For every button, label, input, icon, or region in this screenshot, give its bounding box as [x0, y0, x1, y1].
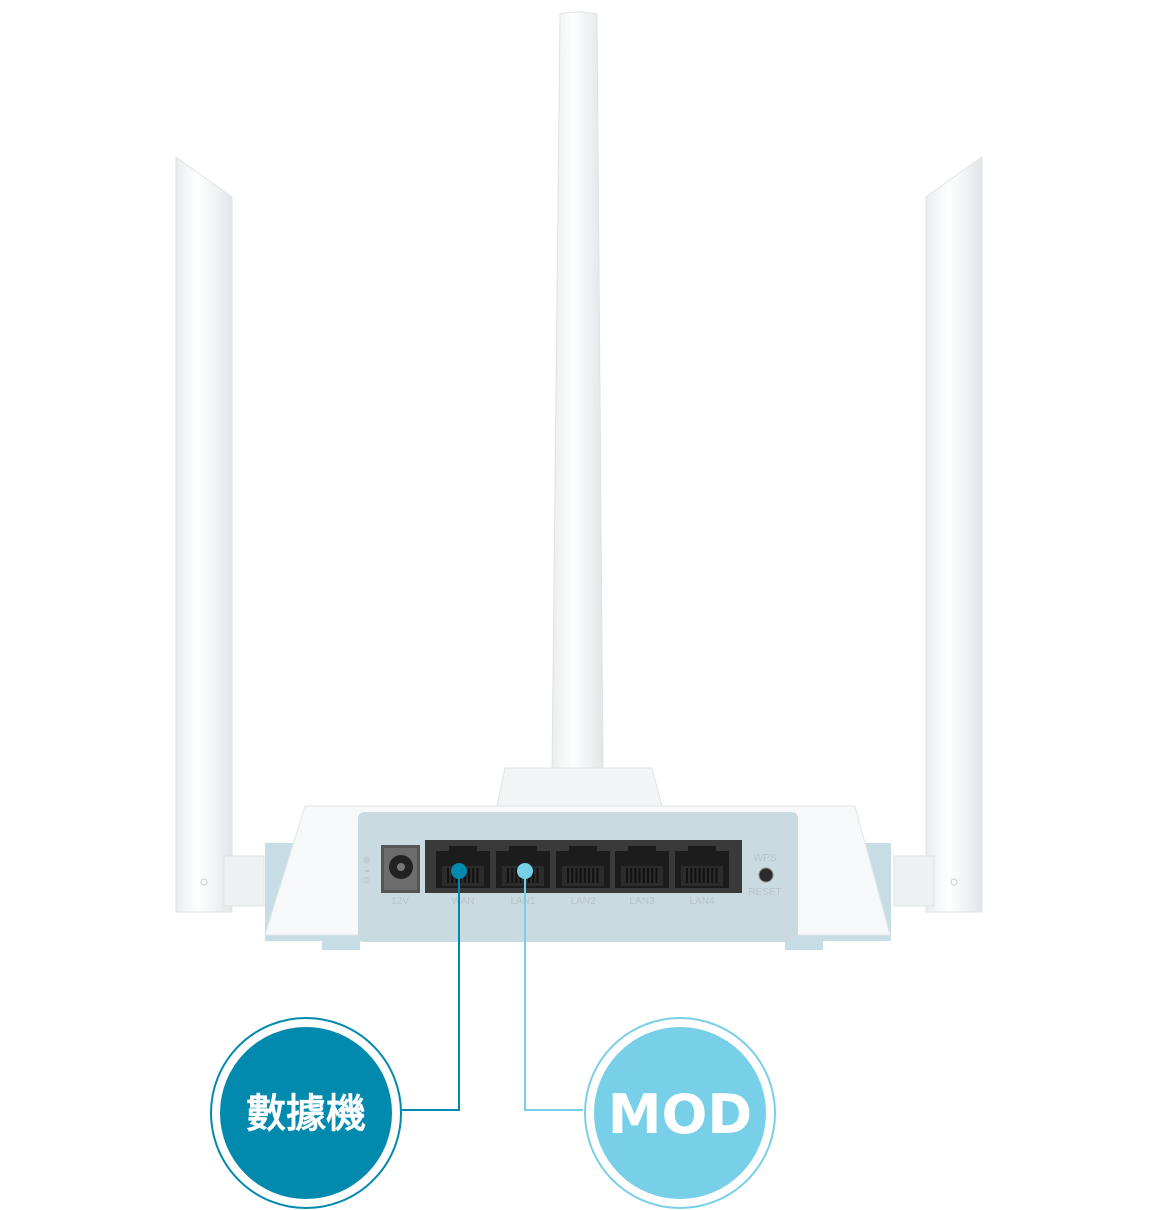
right-antenna: [893, 156, 983, 913]
port-label: LAN4: [689, 896, 714, 907]
wan-dot: [451, 863, 467, 879]
modem-callout: 數據機: [210, 1017, 402, 1209]
power-jack: ⊖ ◐ ⊕ 12V: [362, 845, 420, 907]
polarity-icon: ⊖ ◐ ⊕: [362, 856, 373, 884]
lan1-dot: [517, 863, 533, 879]
port-lan3: LAN3: [615, 846, 669, 907]
wan-connector-line: [400, 871, 460, 1111]
reset-label: RESET: [748, 887, 781, 898]
mod-callout: MOD: [584, 1017, 776, 1209]
modem-label: 數據機: [246, 1091, 366, 1137]
port-label: LAN2: [570, 896, 595, 907]
port-lan4: LAN4: [675, 846, 729, 907]
power-label: 12V: [391, 896, 409, 907]
wps-reset-button: [758, 867, 774, 883]
lan1-connector-line: [524, 871, 583, 1111]
left-antenna: [175, 156, 265, 913]
mod-label: MOD: [608, 1083, 752, 1146]
port-label: LAN3: [629, 896, 654, 907]
wps-label: WPS: [754, 853, 777, 864]
center-antenna: [496, 11, 663, 807]
port-label: LAN1: [510, 896, 535, 907]
port-label: WAN: [452, 896, 475, 907]
port-lan2: LAN2: [556, 846, 610, 907]
